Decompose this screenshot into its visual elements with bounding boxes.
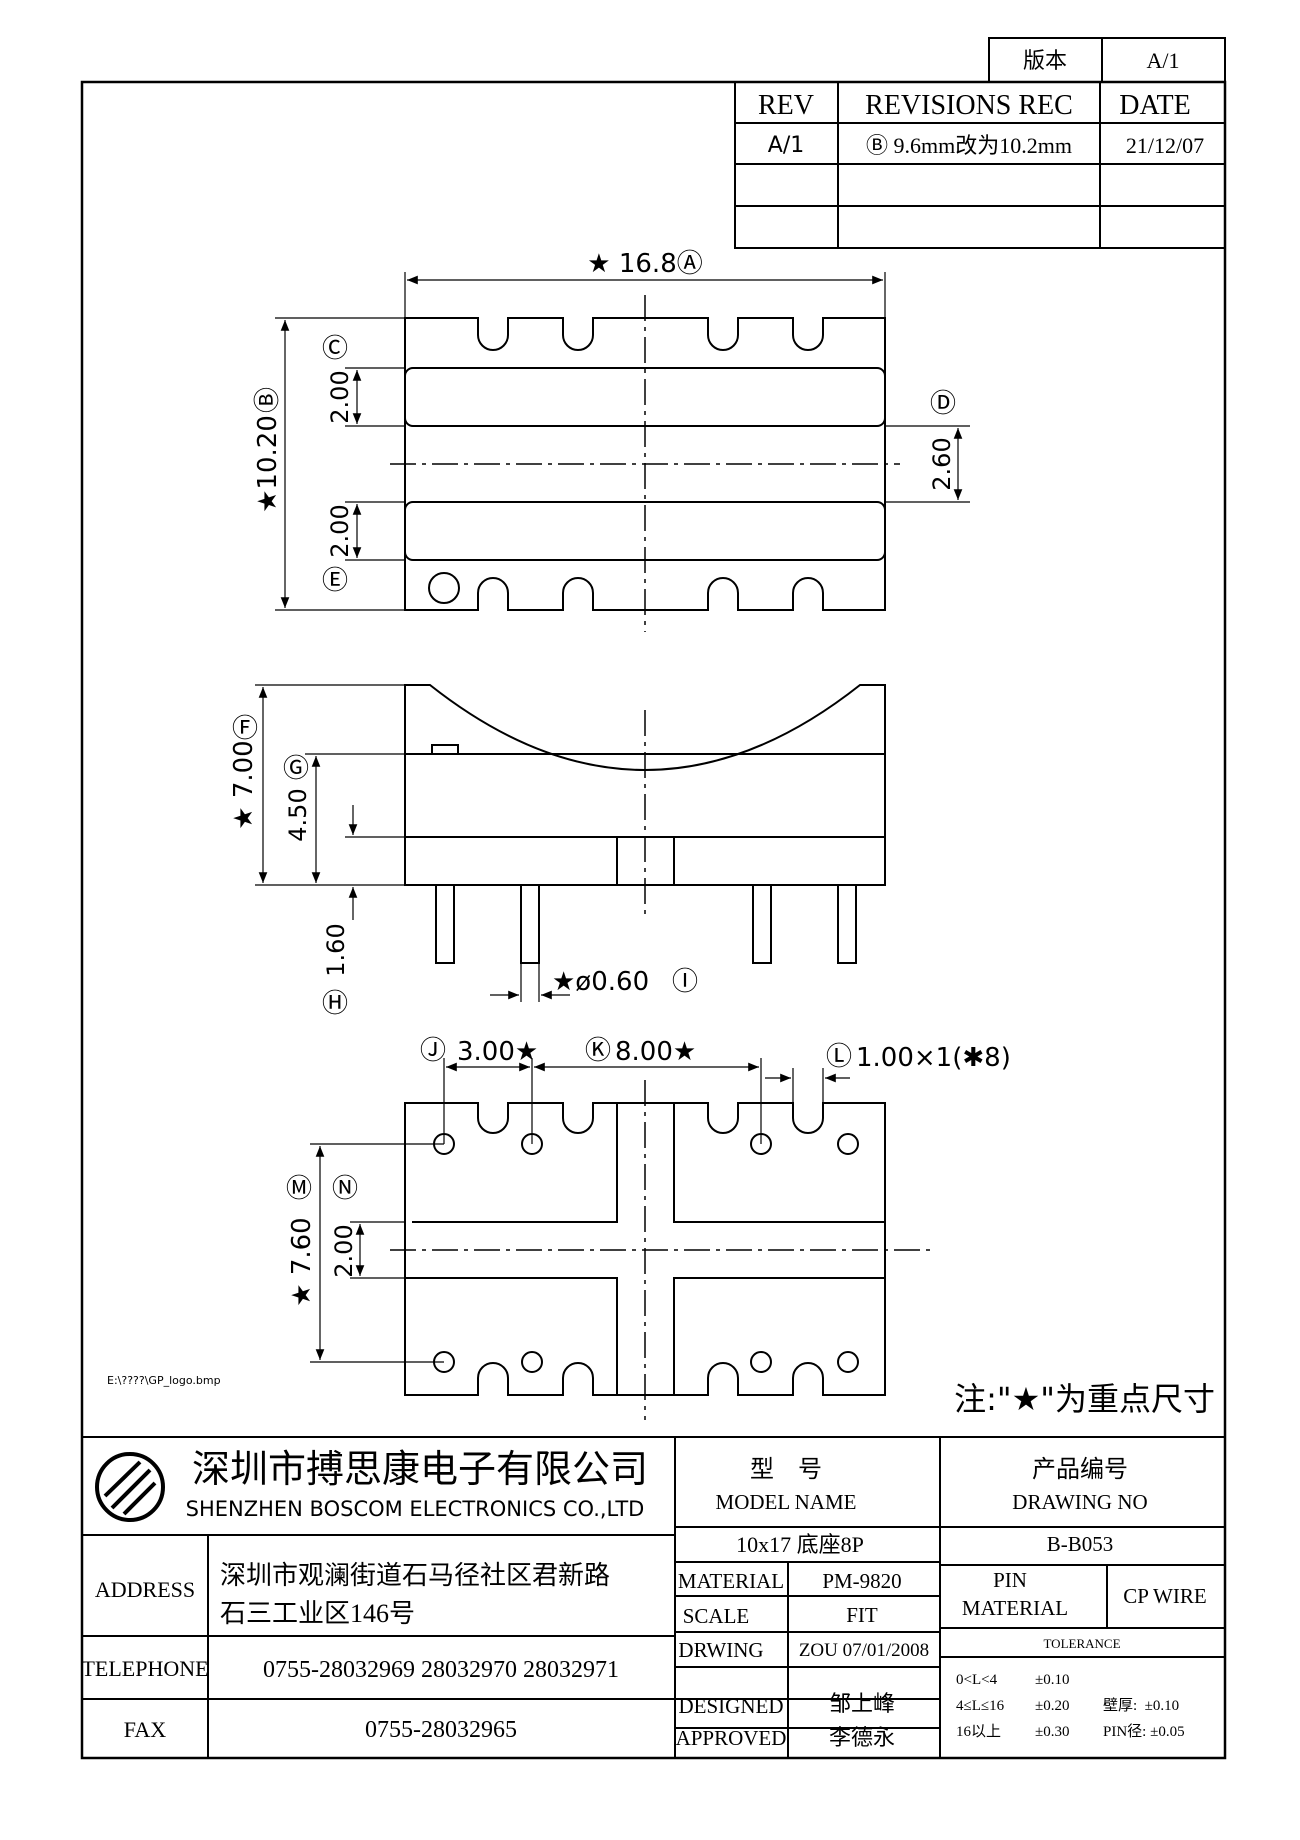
drwing-value: ZOU 07/01/2008 — [799, 1640, 929, 1661]
version-value: A/1 — [1147, 48, 1180, 73]
approved-label: APPROVED — [676, 1726, 787, 1750]
side-height-tag: Ⓕ — [232, 714, 258, 744]
designed-value: 邹上峰 — [829, 1691, 895, 1716]
telephone-label: TELEPHONE — [81, 1656, 208, 1681]
scale-value: FIT — [846, 1603, 878, 1627]
model-value: 10x17 底座8P — [736, 1532, 864, 1557]
bottom-span-dimension: ★ 7.60 — [287, 1217, 317, 1306]
side-pin-length-dimension: 1.60 — [322, 923, 350, 976]
bottom-slot-tag: Ⓛ — [826, 1042, 852, 1072]
side-pin-diameter-tag: Ⓘ — [672, 967, 698, 997]
material-value: PM-9820 — [822, 1569, 901, 1593]
model-label-cn: 型 号 — [750, 1456, 822, 1483]
pin-material-label-2: MATERIAL — [962, 1596, 1068, 1620]
tolerance-row-3-extra: PIN径: ±0.05 — [1103, 1723, 1185, 1740]
pin-material-value: CP WIRE — [1123, 1584, 1206, 1608]
company-name-cn: 深圳市搏思康电子有限公司 — [192, 1449, 648, 1491]
bottom-pitch-small-tag: Ⓙ — [420, 1036, 446, 1066]
tolerance-row-2-range: 4≤L≤16 — [956, 1698, 1005, 1714]
fax-label: FAX — [124, 1717, 166, 1742]
top-rail-top-dimension: 2.00 — [326, 370, 354, 423]
material-label: MATERIAL — [678, 1569, 784, 1593]
drawing-border — [80, 80, 1227, 1760]
tolerance-row-2-value: ±0.20 — [1035, 1698, 1069, 1714]
version-box: 版本 A/1 — [988, 37, 1226, 83]
tolerance-row-3-value: ±0.30 — [1035, 1724, 1069, 1740]
drwing-label: DRWING — [678, 1638, 763, 1662]
designed-label: DESIGNED — [679, 1694, 784, 1718]
fax-value: 0755-28032965 — [365, 1717, 517, 1743]
bottom-pitch-large-tag: Ⓚ — [585, 1036, 611, 1066]
version-label: 版本 — [1023, 48, 1067, 73]
rev-header: REV — [758, 90, 814, 121]
company-logo — [95, 1452, 165, 1522]
address-line-1: 深圳市观澜街道石马径社区君新路 — [220, 1561, 610, 1590]
top-height-tag: Ⓑ — [253, 387, 283, 413]
tolerance-row-1-range: 0<L<4 — [956, 1672, 998, 1688]
approved-value: 李德永 — [829, 1725, 895, 1750]
model-label-en: MODEL NAME — [716, 1490, 857, 1514]
tolerance-row-3-range: 16以上 — [956, 1723, 1001, 1740]
telephone-value: 0755-28032969 28032970 28032971 — [263, 1657, 619, 1683]
side-pin-length-tag: Ⓗ — [322, 989, 348, 1019]
side-view — [255, 684, 886, 1002]
pin-material-label-1: PIN — [993, 1568, 1027, 1592]
bottom-view — [310, 1058, 930, 1420]
side-pin-diameter-dimension: ★ø0.60 — [552, 967, 649, 997]
title-block — [82, 1436, 1225, 1758]
scale-label: SCALE — [683, 1604, 750, 1628]
tolerance-label: TOLERANCE — [1043, 1636, 1120, 1651]
logo-file-path: E:\????\GP_logo.bmp — [107, 1374, 221, 1387]
bottom-slot-dimension: 1.00×1(✱8) — [856, 1043, 1011, 1073]
top-height-dimension: ★10.20 — [253, 415, 283, 513]
top-rail-top-tag: Ⓒ — [322, 334, 348, 364]
tolerance-row-1-value: ±0.10 — [1035, 1672, 1069, 1688]
revision-row-rev: A/1 — [768, 133, 804, 158]
address-label: ADDRESS — [95, 1577, 195, 1602]
bottom-rib-dimension: 2.00 — [330, 1224, 358, 1277]
top-gap-dimension: 2.60 — [928, 437, 956, 490]
bottom-pitch-large-dimension: 8.00★ — [615, 1037, 696, 1067]
bottom-pitch-small-dimension: 3.00★ — [457, 1037, 538, 1067]
top-gap-tag: Ⓓ — [930, 389, 956, 419]
address-line-2: 石三工业区146号 — [220, 1599, 415, 1628]
side-base-dimension: 4.50 — [284, 788, 312, 841]
drawing-label-cn: 产品编号 — [1032, 1456, 1128, 1483]
top-view — [275, 272, 970, 632]
revisions-rec-header: REVISIONS REC — [865, 90, 1073, 121]
top-width-dimension: ★ 16.8Ⓐ — [587, 249, 702, 279]
top-rail-bottom-dimension: 2.00 — [326, 504, 354, 557]
company-name-en: SHENZHEN BOSCOM ELECTRONICS CO.,LTD — [186, 1497, 645, 1521]
revisions-table — [734, 81, 1226, 249]
drawing-number: B-B053 — [1047, 1532, 1114, 1556]
revision-row-rec: Ⓑ 9.6mm改为10.2mm — [866, 133, 1072, 158]
top-rail-bottom-tag: Ⓔ — [322, 566, 348, 596]
tolerance-row-2-extra: 壁厚: ±0.10 — [1103, 1697, 1179, 1714]
bottom-span-tag: Ⓜ — [286, 1174, 312, 1204]
side-height-dimension: ★ 7.00 — [229, 740, 259, 829]
key-dimension-note: 注:"★"为重点尺寸 — [954, 1380, 1215, 1418]
bottom-rib-tag: Ⓝ — [332, 1174, 358, 1204]
side-base-tag: Ⓖ — [283, 754, 309, 784]
drawing-label-en: DRAWING NO — [1012, 1490, 1147, 1514]
revision-row-date: 21/12/07 — [1126, 133, 1204, 158]
date-header: DATE — [1119, 90, 1191, 121]
